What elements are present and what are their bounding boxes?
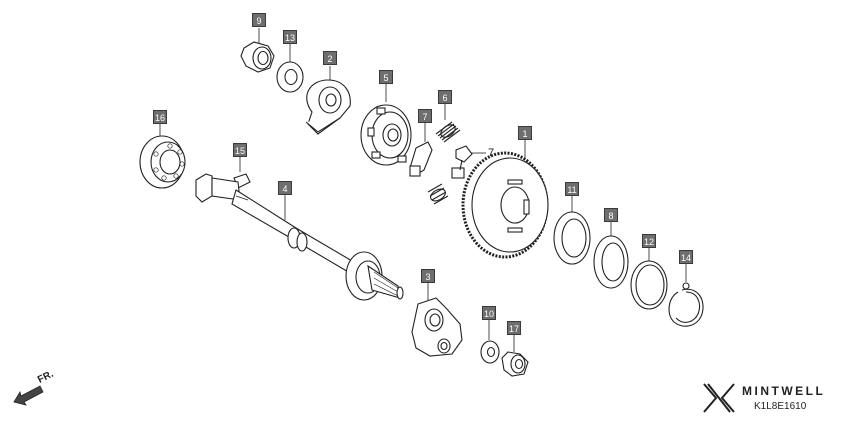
- brand-name: MINTWELL: [742, 384, 826, 398]
- part-flange-nut: [240, 41, 275, 73]
- callout-10[interactable]: 10: [482, 306, 496, 320]
- callout-12[interactable]: 12: [642, 234, 656, 248]
- part-cam: [305, 79, 351, 135]
- callout-9[interactable]: 9: [252, 13, 266, 27]
- callout-8[interactable]: 8: [604, 208, 618, 222]
- part-governor-arm: [411, 297, 463, 357]
- part-circlip: [668, 282, 704, 327]
- part-governor-weight-a: [409, 141, 433, 177]
- part-governor-shaft: [195, 173, 404, 301]
- part-spring-upper: [435, 121, 461, 143]
- callout-5[interactable]: 5: [379, 70, 393, 84]
- callout-1[interactable]: 1: [518, 126, 532, 140]
- part-small-washer: [480, 340, 500, 364]
- part-hex-nut: [501, 351, 529, 377]
- part-governor-weight-b: [451, 145, 473, 179]
- callout-17[interactable]: 17: [507, 321, 521, 335]
- callout-6[interactable]: 6: [438, 90, 452, 104]
- part-spacer-ring: [630, 260, 668, 310]
- diagram-ref-code: K1L8E1610: [754, 401, 807, 412]
- callout-2[interactable]: 2: [323, 51, 337, 65]
- callout-7[interactable]: 7: [418, 109, 432, 123]
- callout-3[interactable]: 3: [421, 269, 435, 283]
- part-governor-gear: [461, 151, 549, 259]
- part-thrust-washer: [553, 211, 591, 265]
- label-7-weight: 7: [488, 147, 495, 159]
- callout-14[interactable]: 14: [679, 250, 693, 264]
- callout-16[interactable]: 16: [153, 110, 167, 124]
- part-ring-washer: [593, 235, 629, 289]
- brand-block: MINTWELL K1L8E1610: [702, 380, 832, 416]
- mintwell-logo-icon: [703, 383, 735, 413]
- part-washer: [276, 61, 304, 93]
- part-governor-holder: [360, 104, 412, 166]
- callout-15[interactable]: 15: [233, 143, 247, 157]
- arrow-down-left-icon: [13, 385, 44, 406]
- callout-13[interactable]: 13: [283, 30, 297, 44]
- part-spring-lower: [427, 183, 449, 205]
- leader-lines: [159, 28, 687, 352]
- callout-11[interactable]: 11: [565, 182, 579, 196]
- callout-4[interactable]: 4: [278, 181, 292, 195]
- part-bearing: [139, 135, 186, 189]
